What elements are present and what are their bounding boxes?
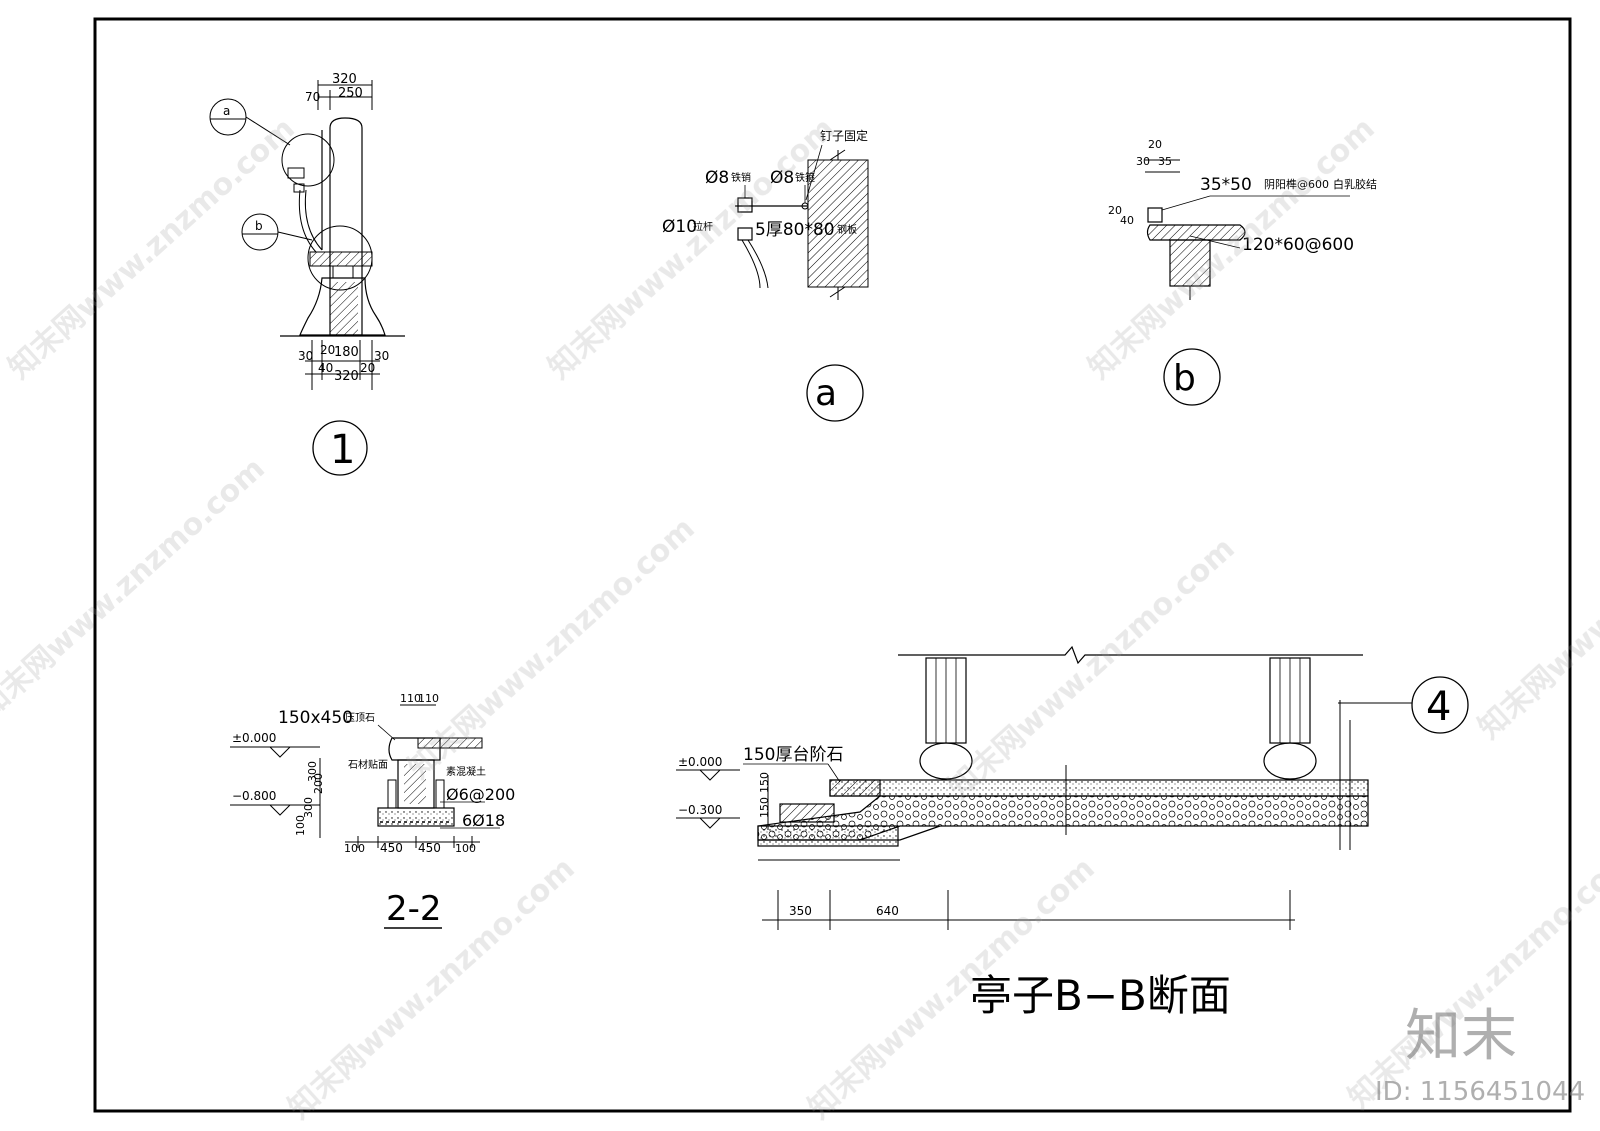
watermark-text: 知末网www.znzmo.com	[942, 531, 1242, 806]
dim-b-20-left: 20	[1108, 204, 1122, 217]
sheet-border	[93, 17, 1572, 1113]
label-joist: 120*60@600	[1242, 235, 1354, 255]
dim-bot-40: 40	[318, 361, 333, 375]
label-tenon-sub: 阴阳榫@600	[1264, 177, 1329, 191]
detail-1-number: 1	[330, 427, 355, 473]
detail-b: 20 30 35 20 40 35*50 阴阳榫@600 白乳胶结 120*60…	[1108, 138, 1377, 406]
dim-100: 100	[294, 815, 307, 836]
dim-110b: 110	[418, 692, 439, 705]
dim-bot-20-left: 20	[320, 343, 335, 357]
watermark-text: 知末网www.znzmo.com	[2, 111, 302, 386]
watermark-text: 知末网www.znzmo.com	[1472, 471, 1600, 746]
watermark-text: 知末网www.znzmo.com	[1342, 841, 1600, 1116]
label-tenon: 35*50	[1200, 175, 1252, 195]
id-text: ID: 1156451044	[1375, 1077, 1585, 1107]
watermark-layer: 知末网www.znzmo.com 知末网www.znzmo.com 知末网www…	[0, 111, 1600, 1126]
label-rebar1: Ø6@200	[446, 785, 515, 804]
dim-450a: 450	[380, 841, 403, 855]
elev-m03: −0.300	[678, 803, 722, 817]
section-2-2: 110 110 ±0.000 −0.800 300 200 300 100 15…	[230, 692, 515, 929]
detail-1-number-bubble	[312, 420, 368, 476]
label-phi8-right-sub: 铁箍	[795, 171, 815, 184]
label-rebar2: 6Ø18	[462, 811, 505, 830]
dim-top-total: 320	[332, 72, 357, 87]
callout-b-label: b	[255, 219, 263, 233]
label-stone-face: 石材贴面	[348, 758, 388, 771]
label-capstone: 150x450	[278, 708, 353, 728]
detail-a-number-bubble	[806, 364, 864, 422]
dim-100-right: 100	[455, 842, 476, 855]
dim-150a: 150	[758, 797, 771, 818]
dim-b-40-left: 40	[1120, 214, 1134, 227]
watermark-text: 知末网www.znzmo.com	[402, 511, 702, 786]
callout-4-bubble	[1411, 676, 1469, 734]
dim-top-right: 250	[338, 86, 363, 101]
label-phi10-sub: 拉杆	[693, 220, 713, 233]
dim-300b: 300	[302, 797, 315, 818]
dim-bot-180: 180	[334, 345, 359, 360]
detail-a-number: a	[815, 373, 837, 414]
dim-bot-320: 320	[334, 369, 359, 384]
detail-1: 320 70 250 a b	[209, 72, 405, 476]
detail-a: 钉子固定 Ø8 铁销 Ø8 铁箍 Ø10 拉杆 5厚80*80 钢板 a	[662, 128, 869, 422]
section-b-b-title: 亭子B−B断面	[970, 971, 1231, 1020]
dim-b-30: 30	[1136, 155, 1150, 168]
elev-m08: −0.800	[232, 789, 276, 803]
label-phi8-right: Ø8	[770, 168, 794, 188]
label-capstone-sub: 压顶石	[345, 712, 375, 724]
dim-200: 200	[312, 773, 325, 794]
dim-b-20-top: 20	[1148, 138, 1162, 151]
dim-640: 640	[876, 904, 899, 918]
label-phi8-left-sub: 铁销	[731, 171, 751, 184]
dim-450b: 450	[418, 841, 441, 855]
section-2-2-title: 2-2	[386, 889, 442, 929]
callout-a-label: a	[223, 104, 230, 118]
label-plate: 5厚80*80	[755, 220, 835, 240]
elev-0-bb: ±0.000	[678, 755, 722, 769]
dim-300: 300	[306, 761, 319, 782]
section-b-b: 4 150厚台阶石 ±0.000 −0.300 150 150 350 640 …	[676, 645, 1469, 1020]
watermark-text: 知末网www.znzmo.com	[0, 451, 272, 726]
dim-350: 350	[789, 904, 812, 918]
callout-4-label: 4	[1426, 684, 1451, 730]
watermark-text: 知末网www.znzmo.com	[542, 111, 842, 386]
dim-100-left: 100	[344, 842, 365, 855]
dim-bot-30-left: 30	[298, 349, 313, 363]
dim-top-left: 70	[305, 90, 320, 104]
column-right	[1263, 657, 1317, 780]
label-plate-sub: 钢板	[837, 223, 857, 236]
brand-mark: 知末	[1405, 1004, 1517, 1069]
dim-b-35: 35	[1158, 155, 1172, 168]
detail-b-number-bubble	[1163, 348, 1221, 406]
dim-110a: 110	[400, 692, 421, 705]
detail-b-number: b	[1173, 358, 1196, 399]
label-nail: 钉子固定	[820, 128, 868, 143]
dim-150b: 150	[758, 772, 771, 793]
column-left	[919, 657, 973, 780]
label-concrete: 素混凝土	[446, 765, 486, 778]
label-phi8-left: Ø8	[705, 168, 729, 188]
label-step: 150厚台阶石	[743, 745, 843, 765]
dim-bot-30-right: 30	[374, 349, 389, 363]
elev-0-2-2: ±0.000	[232, 731, 276, 745]
dim-bot-20-right: 20	[360, 361, 375, 375]
label-phi10: Ø10	[662, 217, 697, 237]
label-tenon-sub2: 白乳胶结	[1333, 177, 1377, 191]
